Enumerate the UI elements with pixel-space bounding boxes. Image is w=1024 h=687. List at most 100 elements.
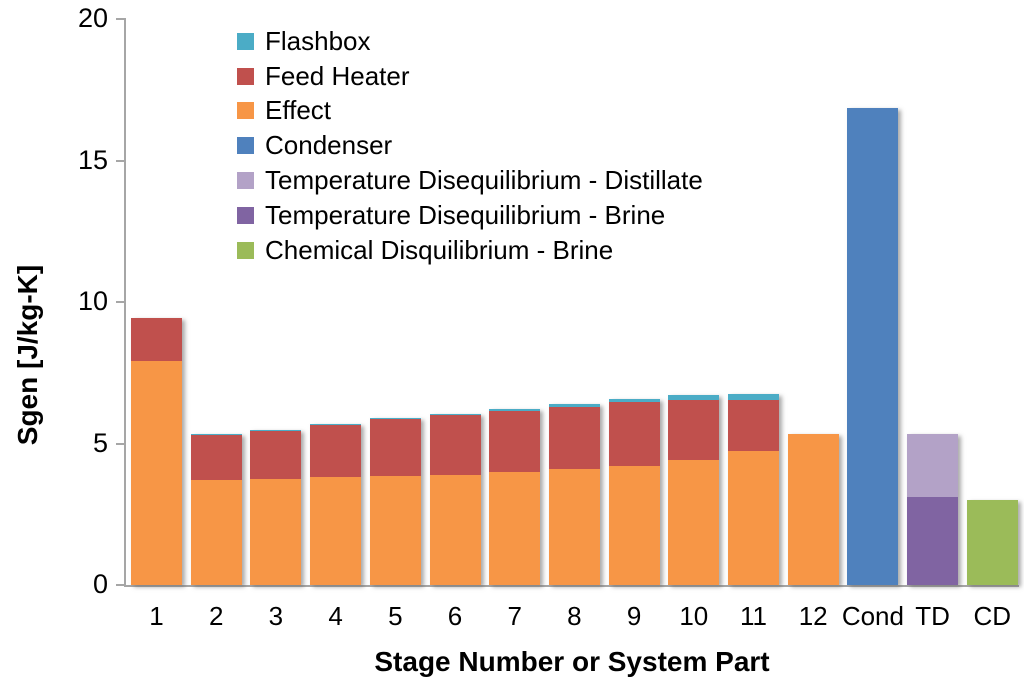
x-tick-label-cond: Cond	[841, 601, 904, 631]
bar-segment-condenser-cond	[847, 108, 899, 585]
bar-stack-1	[131, 317, 182, 585]
legend-label-chemical-disquilibrium-brine: Chemical Disquilibrium - Brine	[265, 234, 614, 265]
bar-stack-td	[907, 433, 959, 585]
bar-stack-cond	[847, 108, 899, 585]
bar-segment-effect-9	[608, 466, 660, 585]
bar-segment-temperature-disequilibrium-distillate-td	[907, 433, 959, 498]
y-tick-label-0: 0	[92, 569, 108, 599]
legend-swatch-condenser	[237, 137, 254, 155]
x-tick-label-8: 8	[567, 601, 582, 631]
legend-label-temperature-disequilibrium-distillate: Temperature Disequilibrium - Distillate	[265, 165, 703, 196]
bar-stack-11	[728, 393, 779, 585]
x-tick-label-td: TD	[915, 601, 950, 631]
x-tick-label-cd: CD	[973, 601, 1012, 631]
legend-item-feed-heater: Feed Heater	[237, 59, 703, 94]
bar-segment-flashbox-7	[489, 408, 541, 411]
bar-segment-flashbox-11	[728, 393, 779, 400]
bar-segment-chemical-disquilibrium-brine-cd	[966, 500, 1018, 585]
legend-item-effect: Effect	[237, 94, 703, 129]
legend-swatch-flashbox	[237, 32, 254, 50]
x-tick-label-9: 9	[626, 601, 642, 631]
bar-stack-7	[489, 408, 541, 585]
bar-segment-flashbox-2	[190, 434, 242, 436]
bar-segment-effect-7	[489, 471, 541, 585]
x-axis-title: Stage Number or System Part	[374, 646, 770, 677]
y-tick-mark-0	[116, 584, 125, 586]
bar-segment-effect-4	[310, 477, 362, 585]
legend-label-effect: Effect	[265, 95, 332, 126]
legend-label-feed-heater: Feed Heater	[265, 60, 410, 91]
bar-stack-10	[668, 395, 720, 585]
legend-label-temperature-disequilibrium-brine: Temperature Disequilibrium - Brine	[265, 199, 666, 230]
bar-stack-cd	[966, 500, 1018, 585]
bar-stack-4	[310, 423, 362, 585]
bar-stack-5	[369, 418, 421, 585]
legend-item-flashbox: Flashbox	[237, 24, 703, 59]
legend-swatch-temperature-disequilibrium-brine	[237, 206, 254, 224]
legend-swatch-temperature-disequilibrium-distillate	[237, 172, 254, 190]
bar-segment-feed-heater-6	[429, 415, 481, 475]
x-tick-label-11: 11	[740, 601, 767, 631]
bar-segment-feed-heater-4	[310, 425, 362, 478]
legend-label-flashbox: Flashbox	[265, 25, 371, 56]
bar-stack-9	[608, 399, 660, 585]
y-tick-mark-10	[116, 301, 125, 303]
bar-stack-12	[787, 433, 839, 585]
legend-label-condenser: Condenser	[265, 130, 393, 161]
bar-stack-3	[250, 429, 302, 585]
bar-segment-flashbox-5	[369, 418, 421, 420]
y-tick-mark-5	[116, 442, 125, 445]
bar-segment-effect-1	[131, 361, 182, 585]
y-tick-label-5: 5	[92, 427, 108, 458]
bar-stack-6	[429, 413, 481, 585]
bar-segment-flashbox-3	[250, 429, 302, 431]
bar-segment-feed-heater-3	[250, 430, 302, 479]
bar-segment-effect-6	[429, 474, 481, 585]
bar-segment-flashbox-6	[429, 413, 481, 416]
y-tick-label-15: 15	[77, 144, 108, 175]
x-tick-label-1: 1	[149, 601, 164, 631]
x-tick-label-4: 4	[328, 601, 343, 631]
bar-segment-feed-heater-11	[728, 399, 779, 451]
y-axis-line	[124, 18, 126, 586]
bar-segment-effect-10	[668, 460, 720, 585]
x-tick-label-2: 2	[208, 601, 224, 631]
bar-segment-effect-12	[787, 433, 839, 585]
bar-stack-2	[190, 434, 242, 585]
bar-segment-effect-5	[369, 476, 421, 585]
bar-segment-feed-heater-9	[608, 402, 660, 467]
x-tick-label-5: 5	[388, 601, 403, 631]
legend-swatch-effect	[237, 102, 254, 120]
legend-item-condenser: Condenser	[237, 128, 703, 163]
bar-stack-8	[548, 403, 600, 585]
x-tick-label-3: 3	[268, 601, 284, 631]
bar-segment-feed-heater-1	[131, 317, 182, 362]
bar-segment-feed-heater-10	[668, 399, 720, 461]
bar-segment-flashbox-8	[548, 403, 600, 407]
bar-segment-effect-11	[728, 450, 779, 585]
bar-segment-effect-2	[190, 480, 242, 585]
legend-swatch-feed-heater	[237, 67, 254, 85]
x-tick-label-6: 6	[447, 601, 463, 631]
x-tick-label-12: 12	[798, 601, 828, 631]
x-tick-label-10: 10	[679, 601, 709, 631]
bar-segment-temperature-disequilibrium-brine-td	[907, 497, 959, 585]
y-axis-title: Sgen [J/kg-K]	[12, 264, 43, 446]
y-tick-mark-15	[116, 159, 125, 162]
legend-item-temperature-disequilibrium-brine: Temperature Disequilibrium - Brine	[237, 198, 703, 233]
y-tick-label-20: 20	[77, 3, 108, 33]
x-tick-label-7: 7	[507, 601, 522, 631]
bar-segment-flashbox-9	[608, 399, 660, 403]
bar-segment-flashbox-4	[310, 423, 362, 426]
bar-segment-feed-heater-8	[548, 406, 600, 469]
bar-segment-effect-8	[548, 468, 600, 585]
bar-segment-flashbox-10	[668, 395, 720, 400]
bar-segment-effect-3	[250, 478, 302, 585]
x-axis-line	[124, 585, 1019, 587]
y-tick-label-10: 10	[77, 286, 108, 316]
legend-item-temperature-disequilibrium-distillate: Temperature Disequilibrium - Distillate	[237, 163, 703, 198]
y-tick-mark-20	[116, 18, 125, 20]
legend-item-chemical-disquilibrium-brine: Chemical Disquilibrium - Brine	[237, 233, 703, 268]
